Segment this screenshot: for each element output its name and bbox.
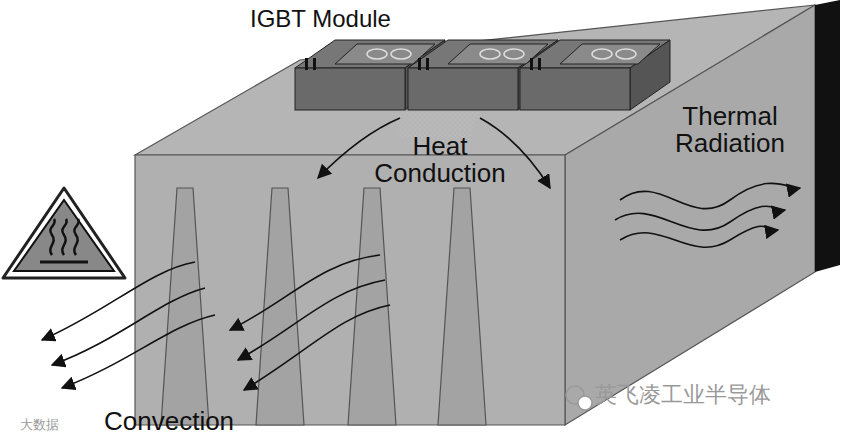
- watermark-icon: [566, 386, 592, 410]
- igbt-module: [520, 40, 670, 110]
- heatsink-edge: [815, 0, 840, 272]
- heat-label: Convection: [104, 408, 234, 435]
- heat-label: Heat Conduction: [350, 133, 530, 188]
- watermark: 大数据: [20, 418, 59, 432]
- igbt-modules: [295, 40, 670, 110]
- radiation-arrows: [615, 183, 800, 247]
- fin-slot: [348, 188, 396, 425]
- fin-slot: [438, 188, 486, 425]
- fin-slots: [161, 188, 486, 425]
- hot-surface-warning: [3, 188, 125, 278]
- heat-label: Thermal Radiation: [640, 103, 820, 158]
- fin-slot: [256, 188, 304, 425]
- part-label: IGBT Module: [250, 6, 391, 31]
- fin-slot: [161, 188, 209, 425]
- watermark: 英飞凌工业半导体: [595, 383, 771, 406]
